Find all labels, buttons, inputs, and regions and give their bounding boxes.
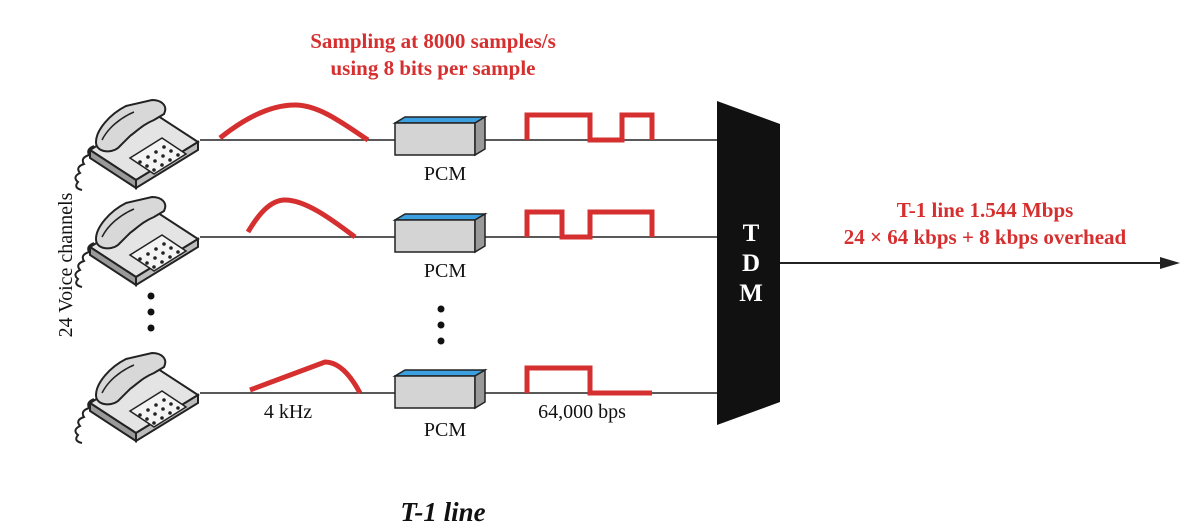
sampling-title-line1: Sampling at 8000 samples/s [310,29,556,53]
analog-signal [249,359,363,395]
analog-signal [218,102,370,143]
pcm-block [394,213,486,253]
digital-rate-label: 64,000 bps [538,401,626,423]
tdm-multiplexer [717,101,780,425]
tdm-letter-t: T [743,220,760,247]
tdm-letter-m: M [739,280,763,307]
telephone-icon [74,196,199,288]
ellipsis-vertical-icon [147,292,155,332]
ellipsis-vertical-icon [437,305,445,345]
telephone-icon [74,99,199,191]
voice-channels-label: 24 Voice channels [55,192,77,337]
telephone-icon [74,352,199,444]
channel-2: PCM [74,196,717,288]
digital-signal [524,112,655,143]
pcm-block [394,116,486,156]
digital-signal [524,209,655,240]
analog-bandwidth-label: 4 kHz [264,401,312,423]
tdm-letter-d: D [742,250,760,277]
figure-caption: T-1 line [400,497,485,527]
t1-composition-label: 24 × 64 kbps + 8 kbps overhead [844,225,1127,249]
analog-signal [245,197,357,239]
pcm-label: PCM [424,163,466,185]
t1-rate-label: T-1 line 1.544 Mbps [897,198,1074,222]
channel-3: 4 kHz PCM 64,000 bps [74,352,717,444]
digital-signal [524,365,652,396]
pcm-block [394,369,486,409]
pcm-label: PCM [424,419,466,441]
sampling-title-line2: using 8 bits per sample [331,56,536,80]
arrow-right-icon [1160,257,1180,269]
channel-1: PCM [74,99,717,191]
pcm-label: PCM [424,260,466,282]
